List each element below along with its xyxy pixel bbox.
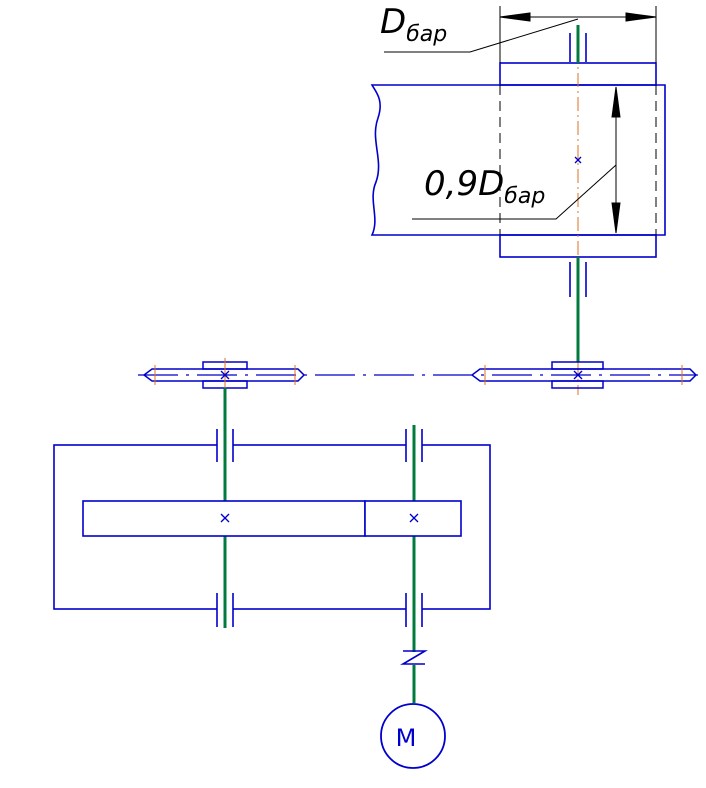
- drum-body: [370, 84, 666, 236]
- motor: [380, 703, 446, 769]
- coupling: [400, 650, 428, 665]
- motor-label: M: [396, 724, 417, 752]
- drum: [370, 62, 666, 258]
- drum-bearing-bottom: [569, 262, 587, 297]
- drum-bearing-top: [569, 33, 587, 62]
- label-drum-inner: 0,9Dбар: [424, 164, 545, 209]
- sprocket-right: [470, 361, 698, 389]
- gearbox-housing: [53, 444, 491, 610]
- dimension-drum-inner: [412, 86, 621, 234]
- drum-center-mark: [574, 156, 582, 164]
- label-drum-diameter: Dбар: [380, 2, 447, 47]
- dimension-drum-diameter: [384, 6, 657, 63]
- gear-pair: [82, 500, 462, 537]
